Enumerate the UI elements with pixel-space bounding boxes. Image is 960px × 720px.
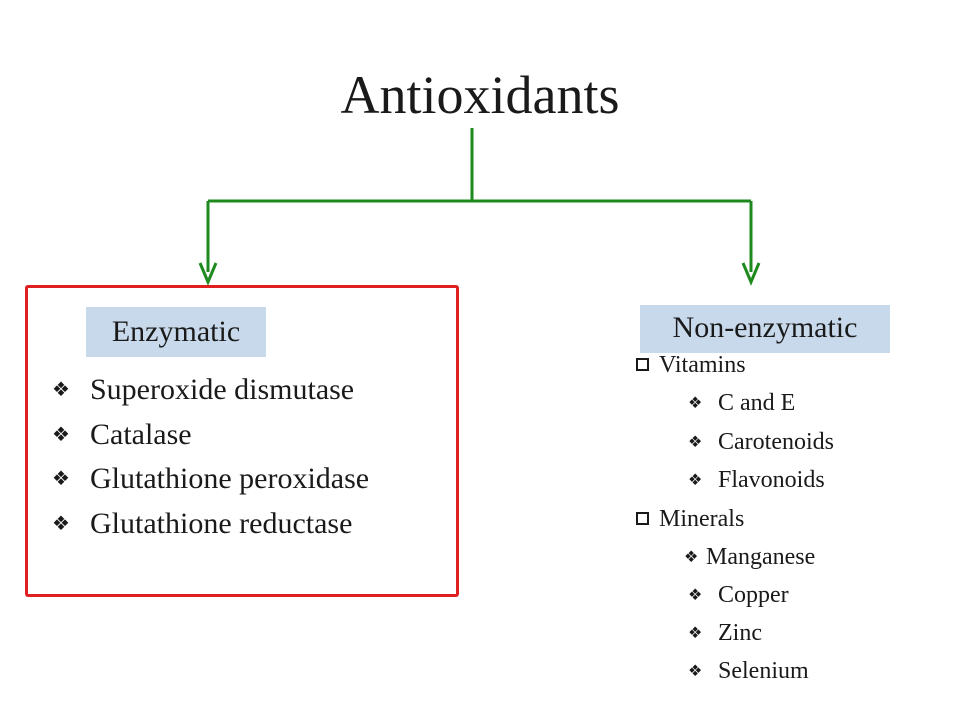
list-item: ❖Selenium xyxy=(688,658,809,684)
vitamins-group: Vitamins xyxy=(636,352,746,379)
diamond-bullet-icon: ❖ xyxy=(684,549,699,566)
square-bullet-icon xyxy=(636,358,649,371)
list-item: ❖Flavonoids xyxy=(688,467,825,493)
right-arrow-head xyxy=(741,262,761,286)
list-item: ❖C and E xyxy=(688,390,796,416)
diamond-bullet-icon: ❖ xyxy=(688,434,703,451)
diagram-title: Antioxidants xyxy=(340,65,620,125)
left-arrow-head xyxy=(198,262,218,286)
enzymatic-label: Enzymatic xyxy=(86,307,266,357)
list-item: ❖Manganese xyxy=(684,544,816,570)
minerals-group: Minerals xyxy=(636,506,744,533)
diamond-bullet-icon: ❖ xyxy=(688,472,703,489)
diamond-bullet-icon: ❖ xyxy=(688,663,703,680)
list-item: ❖Glutathione reductase xyxy=(52,502,369,547)
diamond-bullet-icon: ❖ xyxy=(52,468,70,490)
enzymatic-list: ❖Superoxide dismutase ❖Catalase ❖Glutath… xyxy=(52,368,369,546)
list-item: ❖Glutathione peroxidase xyxy=(52,457,369,502)
list-item: ❖Copper xyxy=(688,582,789,608)
list-item: ❖Zinc xyxy=(688,620,762,646)
diamond-bullet-icon: ❖ xyxy=(52,379,70,401)
list-item: ❖Superoxide dismutase xyxy=(52,368,369,413)
list-item: ❖Carotenoids xyxy=(688,429,834,455)
non-enzymatic-label: Non-enzymatic xyxy=(640,305,890,353)
diamond-bullet-icon: ❖ xyxy=(52,512,70,535)
enzymatic-box xyxy=(25,285,459,597)
diamond-bullet-icon: ❖ xyxy=(52,423,70,446)
diamond-bullet-icon: ❖ xyxy=(688,395,703,412)
diamond-bullet-icon: ❖ xyxy=(688,587,703,604)
list-item: ❖Catalase xyxy=(52,413,369,458)
square-bullet-icon xyxy=(636,512,649,525)
diamond-bullet-icon: ❖ xyxy=(688,625,703,642)
